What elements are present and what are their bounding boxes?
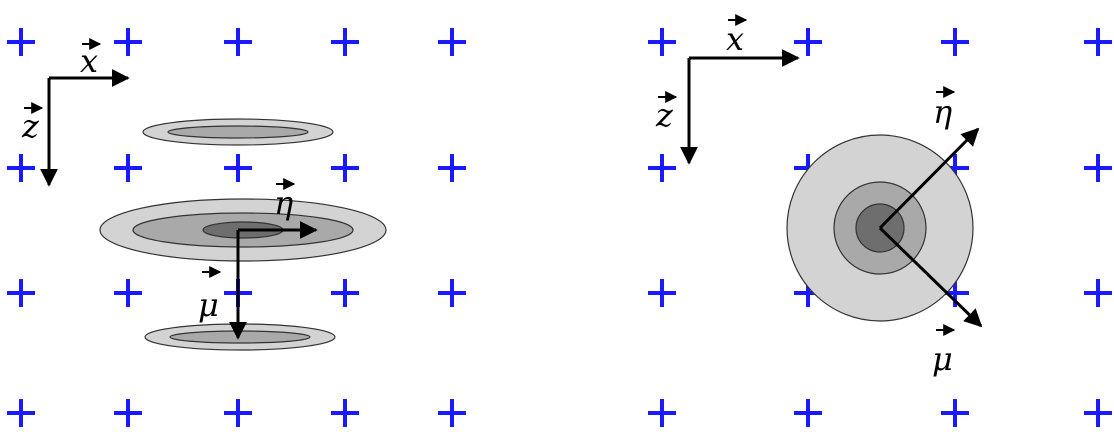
right-mu-label: μ (932, 324, 956, 378)
plus-marker-icon (224, 154, 252, 182)
plus-marker-icon (224, 28, 252, 56)
svg-text:μ: μ (932, 340, 953, 378)
right-eta-label: η (933, 86, 956, 131)
plus-marker-icon (1084, 28, 1112, 56)
right-z-axis-label: z (655, 91, 678, 134)
plus-marker-icon (331, 154, 359, 182)
plus-marker-icon (331, 399, 359, 427)
plus-marker-icon (1084, 279, 1112, 307)
plus-marker-icon (941, 28, 969, 56)
plus-marker-icon (114, 154, 142, 182)
plus-marker-icon (648, 154, 676, 182)
plus-marker-icon (224, 399, 252, 427)
right-x-axis-label: x (726, 14, 748, 58)
right-eta-arrow (878, 127, 980, 230)
svg-text:η: η (933, 93, 952, 131)
plus-marker-icon (438, 279, 466, 307)
top-ellipse (142, 118, 334, 146)
plus-marker-icon (648, 399, 676, 427)
plus-marker-icon (7, 399, 35, 427)
plus-marker-icon (331, 28, 359, 56)
plus-marker-icon (941, 399, 969, 427)
left-panel: x z η μ (21, 38, 387, 351)
right-axes (680, 49, 800, 165)
plus-marker-icon (114, 399, 142, 427)
left-x-axis-label: x (80, 38, 102, 80)
plus-marker-icon (1084, 154, 1112, 182)
plus-marker-icon (7, 28, 35, 56)
plus-marker-icon (438, 28, 466, 56)
plus-marker-icon (7, 279, 35, 307)
svg-text:x: x (726, 20, 744, 58)
right-mu-arrow (878, 226, 983, 328)
plus-marker-icon (794, 28, 822, 56)
left-eta-label: η (274, 178, 296, 222)
svg-text:z: z (655, 96, 674, 134)
plus-marker-icon (438, 399, 466, 427)
left-mu-label: μ (198, 266, 222, 324)
svg-text:μ: μ (198, 286, 219, 324)
left-axes (40, 69, 130, 187)
plus-marker-icon (1084, 399, 1112, 427)
svg-text:x: x (80, 42, 98, 80)
plus-marker-icon (114, 28, 142, 56)
plus-marker-icon (438, 154, 466, 182)
plus-marker-icon (114, 279, 142, 307)
plus-marker-icon (7, 154, 35, 182)
right-panel: x z η μ (655, 14, 983, 378)
bottom-ellipse (144, 323, 336, 351)
plus-marker-icon (331, 279, 359, 307)
svg-text:z: z (21, 107, 40, 145)
plus-marker-icon (794, 399, 822, 427)
left-z-axis-label: z (21, 102, 44, 145)
plus-marker-icon (648, 28, 676, 56)
plus-marker-icon (648, 279, 676, 307)
svg-text:η: η (274, 184, 293, 222)
